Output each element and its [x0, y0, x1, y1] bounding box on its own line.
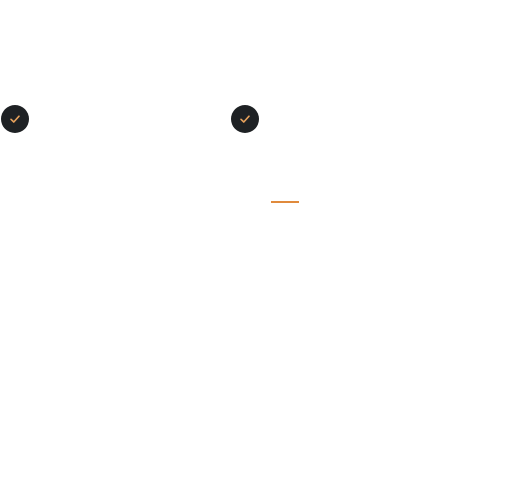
check-icon — [240, 115, 250, 123]
feature-check-badge-2 — [231, 105, 259, 133]
feature-check-badge-1 — [1, 105, 29, 133]
accent-divider — [271, 201, 299, 203]
check-icon — [10, 115, 20, 123]
